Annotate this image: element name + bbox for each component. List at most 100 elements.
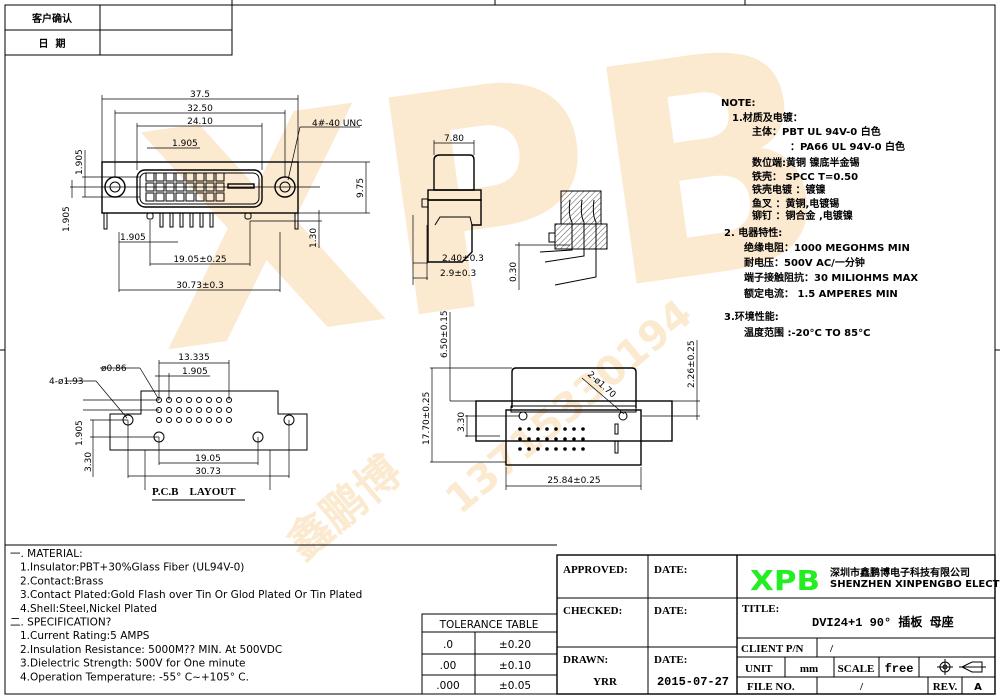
- contact-pin: [165, 172, 175, 182]
- contact-pin: [545, 437, 549, 441]
- pin-leg: [179, 212, 184, 228]
- contact-pin: [554, 447, 558, 451]
- pcb-pin-hole: [206, 407, 212, 413]
- pcb-pin-hole: [216, 407, 222, 413]
- contact-pin: [518, 447, 522, 451]
- approved-label: APPROVED:: [563, 564, 628, 576]
- dim-pcb-30-73: 30.73: [195, 467, 221, 477]
- note-line: 绝缘电阻：1000 MEGOHMS MIN: [744, 241, 910, 254]
- pcb-pin-hole: [196, 397, 202, 403]
- notes: NOTE: 1.材质及电镀：主体：PBT UL 94V-0 白色：PA66 UL…: [721, 98, 918, 339]
- bottom-view: 6.50±0.15 17.70±0.25 3.30 2-ø1.70 2.26±0…: [422, 310, 700, 490]
- tolerance-table: TOLERANCE TABLE .0 ±0.20 .00 ±0.10 .000 …: [421, 613, 558, 695]
- contact-pin: [563, 447, 567, 451]
- dim-2-26: 2.26±0.25: [687, 340, 697, 388]
- tolerance-value: ±0.05: [499, 680, 531, 692]
- spec-line: 1.Current Rating:5 AMPS: [20, 630, 150, 642]
- note-line: 主体：PBT UL 94V-0 白色: [752, 125, 881, 138]
- note-line: 温度范围 :-20°C TO 85°C: [744, 326, 870, 339]
- drawing-title: DVI24+1 90° 插板 母座: [812, 614, 954, 630]
- pin-leg: [199, 212, 204, 228]
- note-line: 鱼叉 ：黄铜,电镀锡: [752, 197, 839, 210]
- pcb-pin-hole: [226, 407, 232, 413]
- company-logo: XPB: [750, 564, 820, 597]
- tolerance-precision: .0: [443, 639, 453, 651]
- contact-pin: [572, 447, 576, 451]
- contact-pin: [185, 172, 195, 182]
- contact-pin: [165, 192, 175, 202]
- mount-leg: [103, 212, 108, 230]
- client-pn-label: CLIENT P/N: [741, 643, 804, 655]
- contact-pin: [554, 437, 558, 441]
- pcb-pin-hole: [156, 417, 162, 423]
- note-line: 2. 电器特性:: [724, 226, 782, 239]
- dim-pcb-pitch: 1.905: [182, 367, 208, 377]
- rev-value: A: [974, 682, 982, 693]
- file-no-label: FILE NO.: [747, 681, 795, 693]
- contact-pin: [581, 427, 585, 431]
- side-view: 7.80 2.40±0.3 2.9±0.3: [412, 134, 484, 285]
- contact-pin: [175, 192, 185, 202]
- contact-pin: [536, 437, 540, 441]
- tolerance-precision: .00: [440, 660, 457, 672]
- contact-pin: [195, 172, 205, 182]
- pcb-pin-hole: [186, 417, 192, 423]
- checked-date-label: DATE:: [654, 605, 687, 617]
- note-line: 数位端:黄铜 镍底半金锡: [752, 156, 859, 169]
- boardlock: [146, 212, 154, 220]
- pcb-layout: 13.335 1.905 ø0.86 4-ø1.93 1.905 3.30 19…: [49, 353, 308, 501]
- spec-line: 2.Insulation Resistance: 5000M?? MIN. At…: [20, 644, 282, 656]
- dim-0-30: 0.30: [509, 262, 519, 282]
- ground-blade: [614, 440, 619, 454]
- pcb-pin-hole: [196, 417, 202, 423]
- tolerance-value: ±0.20: [499, 639, 531, 651]
- contact-pin: [205, 172, 215, 182]
- dim-2-9: 2.9±0.3: [440, 269, 476, 279]
- pcb-pin-hole: [166, 407, 172, 413]
- contact-pin: [518, 437, 522, 441]
- contact-pin: [215, 192, 225, 202]
- pin-leg: [169, 212, 174, 228]
- customer-confirm-table: 客户确认 日 期: [4, 4, 233, 56]
- pin-leg: [189, 212, 194, 228]
- ground-blade: [614, 423, 619, 435]
- note-line: 额定电流： 1.5 AMPERES MIN: [744, 287, 898, 300]
- tolerance-value: ±0.10: [499, 660, 531, 672]
- dim-pcb-3-30: 3.30: [84, 452, 94, 472]
- contact-pin: [581, 447, 585, 451]
- pcb-pin-hole: [206, 417, 212, 423]
- drawn-by: YRR: [593, 676, 618, 688]
- pin-leg: [209, 212, 214, 228]
- pcb-pin-hole: [176, 407, 182, 413]
- contact-pin: [527, 427, 531, 431]
- contact-pin: [572, 437, 576, 441]
- contact-pin: [527, 447, 531, 451]
- contact-pin: [195, 192, 205, 202]
- dim-32-50: 32.50: [187, 104, 213, 114]
- dim-24-10: 24.10: [187, 117, 213, 127]
- customer-confirm-label: 客户确认: [31, 12, 73, 25]
- pin-leg: [159, 212, 164, 228]
- note-line: 耐电压：500V AC/一分钟: [744, 256, 865, 269]
- section-view: 0.30: [509, 190, 608, 290]
- thread-note: 4#-40 UNC: [312, 119, 362, 129]
- note-line: ：PA66 UL 94V-0 白色: [790, 140, 905, 153]
- spec-line: 4.Operation Temperature: -55° C~+105° C.: [20, 671, 249, 683]
- spec-line: 2.Contact:Brass: [20, 575, 103, 587]
- drawn-date-label: DATE:: [654, 654, 687, 666]
- tolerance-title: TOLERANCE TABLE: [439, 619, 539, 631]
- dim-13-335: 13.335: [178, 353, 210, 363]
- rev-label: REV.: [933, 681, 958, 693]
- contact-pin: [554, 427, 558, 431]
- file-no: /: [859, 681, 864, 693]
- title-label: TITLE:: [742, 603, 779, 615]
- notes-title: NOTE:: [721, 98, 756, 109]
- unit-label: UNIT: [745, 663, 773, 675]
- dim-30-73: 30.73±0.3: [176, 281, 224, 291]
- boardlock: [244, 212, 252, 220]
- checked-label: CHECKED:: [563, 605, 622, 617]
- dim-row-pitch-2: 1.905: [62, 206, 72, 232]
- watermark-logo: XPB: [124, 0, 846, 420]
- drawn-date: 2015-07-27: [657, 675, 729, 689]
